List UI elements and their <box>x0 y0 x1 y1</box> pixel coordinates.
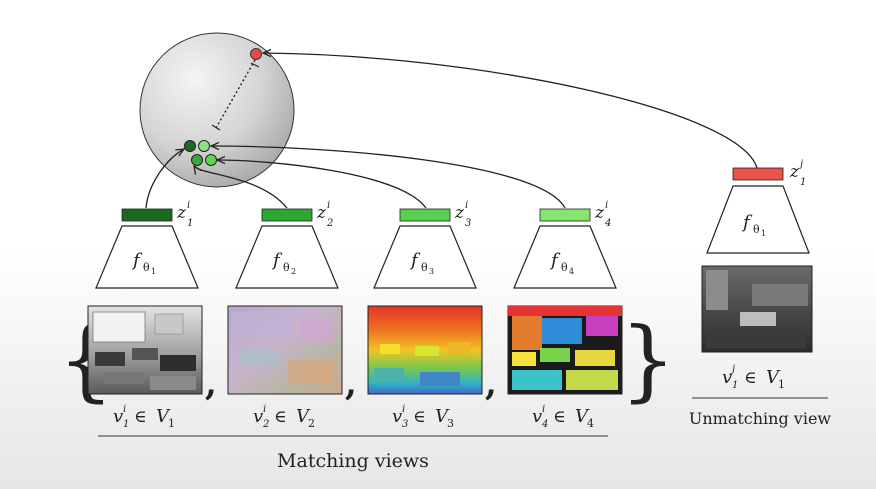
encoder-trapezoid <box>706 185 810 254</box>
separator-comma: , <box>205 364 217 404</box>
view-label-4: v i 4 ∈ V 4 <box>532 404 594 430</box>
embedding-bar <box>121 208 173 222</box>
view-image-segmentation <box>507 305 623 395</box>
svg-text:V: V <box>575 406 590 427</box>
svg-text:1: 1 <box>732 380 738 391</box>
encoder-theta: θ <box>561 261 568 274</box>
embedding-label-sup: i <box>605 200 608 211</box>
view-image-depth <box>367 305 483 395</box>
encoder-trapezoid <box>513 225 617 289</box>
encoder-theta: θ <box>421 261 428 274</box>
encoder-theta-index: 4 <box>569 267 574 276</box>
embedding-label-symbol: z <box>789 162 800 182</box>
embedding-label-symbol: z <box>594 203 605 223</box>
svg-text:1: 1 <box>168 417 175 430</box>
embedding-bar <box>539 208 591 222</box>
svg-text:2: 2 <box>308 417 315 430</box>
encoder-trapezoid <box>95 225 199 289</box>
embedding-sphere <box>139 32 295 188</box>
encoder-theta-index: 1 <box>761 229 766 238</box>
svg-text:4: 4 <box>541 419 548 430</box>
encoder-view-3: z i 3 f θ 3 <box>373 200 477 289</box>
encoder-trapezoid <box>373 225 477 289</box>
embedding-label-sup: j <box>798 159 803 170</box>
svg-text:i: i <box>542 404 545 415</box>
embedding-label-sub: 3 <box>465 218 471 229</box>
embedding-point-view-4 <box>205 154 217 166</box>
svg-text:3: 3 <box>447 417 454 430</box>
encoder-theta-index: 3 <box>429 267 434 276</box>
svg-text:V: V <box>296 406 311 427</box>
svg-text:v: v <box>532 406 542 427</box>
embedding-label-sub: 4 <box>604 218 611 229</box>
view-label-3: v i 3 ∈ V 3 <box>392 404 454 430</box>
embedding-label-sub: 1 <box>187 218 193 229</box>
separator-comma: , <box>345 364 357 404</box>
arrow-unmatching <box>263 53 758 169</box>
svg-text:∈: ∈ <box>134 407 147 427</box>
view-label-2: v i 2 ∈ V 2 <box>253 404 315 430</box>
embedding-bar <box>399 208 451 222</box>
svg-text:j: j <box>730 364 735 375</box>
arrow-view-1 <box>145 149 184 209</box>
view-label-1: v i 1 ∈ V 1 <box>113 404 175 430</box>
svg-text:4: 4 <box>587 417 594 430</box>
encoder-theta: θ <box>283 261 290 274</box>
arrow-view-4 <box>211 146 566 209</box>
arrow-view-3 <box>217 160 427 209</box>
svg-text:∈: ∈ <box>553 407 566 427</box>
svg-text:i: i <box>123 404 126 415</box>
encoder-trapezoid <box>235 225 339 289</box>
view-image-rgb <box>87 305 203 395</box>
separator-comma: , <box>485 364 497 404</box>
svg-text:3: 3 <box>402 419 408 430</box>
svg-text:v: v <box>722 367 732 388</box>
embedding-point-view-1 <box>184 140 196 152</box>
embedding-label-sup: i <box>327 200 330 211</box>
svg-text:1: 1 <box>123 419 129 430</box>
embedding-label-sub: 1 <box>800 177 806 188</box>
encoder-unmatching: z j 1 f θ 1 <box>706 159 810 254</box>
embedding-label-symbol: z <box>316 203 327 223</box>
encoder-theta: θ <box>753 223 760 236</box>
encoder-view-1: z i 1 f θ 1 <box>95 200 199 289</box>
embedding-point-view-2 <box>198 140 210 152</box>
arrow-view-2 <box>194 166 288 209</box>
unmatching-embedding-point <box>250 48 262 60</box>
embedding-bar <box>732 167 784 181</box>
encoder-theta: θ <box>143 261 150 274</box>
svg-text:∈: ∈ <box>744 368 757 388</box>
embedding-label-symbol: z <box>176 203 187 223</box>
svg-text:V: V <box>766 367 781 388</box>
svg-text:2: 2 <box>262 419 269 430</box>
svg-text:i: i <box>402 404 405 415</box>
svg-text:v: v <box>253 406 263 427</box>
encoder-theta-index: 1 <box>151 267 156 276</box>
projection-arrows <box>145 53 758 209</box>
set-close-brace: } <box>620 308 676 411</box>
unmatching-caption: Unmatching view <box>689 409 832 428</box>
embedding-label-sub: 2 <box>326 218 333 229</box>
view-image-unmatching <box>701 265 813 353</box>
embedding-point-view-3 <box>191 154 203 166</box>
svg-text:V: V <box>156 406 171 427</box>
view-image-normals <box>227 305 343 395</box>
svg-text:i: i <box>263 404 266 415</box>
svg-text:∈: ∈ <box>274 407 287 427</box>
embedding-label-sup: i <box>187 200 190 211</box>
embedding-bar <box>261 208 313 222</box>
svg-text:v: v <box>392 406 402 427</box>
embedding-label-symbol: z <box>454 203 465 223</box>
embedding-label-sup: i <box>465 200 468 211</box>
encoder-view-2: z i 2 f θ 2 <box>235 200 339 289</box>
svg-text:v: v <box>113 406 123 427</box>
svg-text:1: 1 <box>778 378 785 391</box>
matching-caption: Matching views <box>277 450 429 472</box>
encoder-view-4: z i 4 f θ 4 <box>513 200 617 289</box>
view-label-unmatching: v j 1 ∈ V 1 <box>722 364 785 391</box>
svg-text:V: V <box>435 406 450 427</box>
svg-text:∈: ∈ <box>413 407 426 427</box>
encoder-theta-index: 2 <box>291 267 296 276</box>
